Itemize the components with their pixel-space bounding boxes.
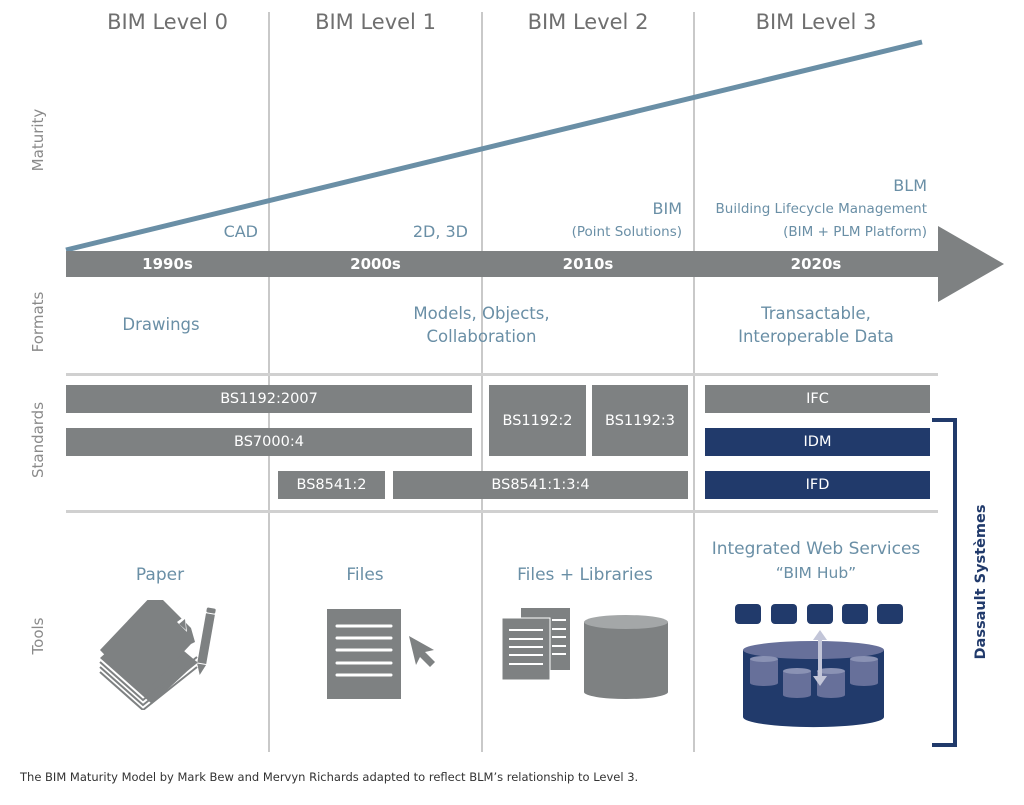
milestone-blm-subtitle-2: (BIM + PLM Platform) [783, 224, 927, 240]
format-models: Models, Objects, Collaboration [269, 302, 694, 348]
milestone-cad: CAD [223, 222, 258, 241]
decade-2020s: 2020s [790, 255, 842, 273]
document-cursor-icon [327, 609, 435, 699]
format-drawings: Drawings [122, 315, 200, 334]
level-title-1: BIM Level 1 [315, 10, 436, 34]
standard-bs7000-4: BS7000:4 [66, 428, 472, 456]
maturity-line [65, 39, 923, 253]
column-divider-3 [693, 12, 695, 752]
dassault-bracket [932, 418, 957, 747]
standard-bs1192-2007: BS1192:2007 [66, 385, 472, 413]
level-title-3: BIM Level 3 [755, 10, 877, 34]
milestone-blm: BLM [893, 176, 927, 195]
format-models-line1: Models, Objects, [413, 304, 550, 323]
standard-idm: IDM [705, 428, 930, 456]
standard-ifc: IFC [705, 385, 930, 413]
milestone-bim-subtitle: (Point Solutions) [571, 224, 682, 240]
hub-service-block [842, 604, 868, 624]
figure-caption: The BIM Maturity Model by Mark Bew and M… [20, 770, 639, 784]
format-transactable-line2: Interoperable Data [738, 327, 894, 346]
hub-service-block [771, 604, 797, 624]
documents-database-icon [501, 608, 668, 699]
format-transactable: Transactable, Interoperable Data [694, 302, 938, 348]
standard-bs8541-1-3-4: BS8541:1:3:4 [393, 471, 688, 499]
row-label-standards: Standards [29, 401, 47, 479]
tool-title-paper: Paper [135, 565, 185, 585]
standard-bs1192-2: BS1192:2 [489, 385, 586, 456]
hub-service-block [877, 604, 903, 624]
bracket-label-dassault: Dassault Systèmes [973, 504, 989, 660]
row-divider-standards-tools [66, 510, 938, 513]
standard-bs8541-2: BS8541:2 [278, 471, 385, 499]
row-label-tools: Tools [29, 617, 47, 655]
row-divider-formats-standards [66, 373, 938, 376]
standard-ifd: IFD [705, 471, 930, 499]
paper-stack-pencil-icon [99, 600, 216, 710]
level-title-2: BIM Level 2 [527, 10, 649, 34]
timeline-arrow [66, 226, 1004, 302]
format-models-line2: Collaboration [426, 327, 537, 346]
bim-hub-icon [735, 604, 903, 728]
column-divider-1 [268, 12, 270, 752]
tool-title-files-libraries: Files + Libraries [517, 565, 653, 585]
milestone-bim: BIM [652, 199, 683, 218]
decade-2000s: 2000s [350, 255, 401, 273]
milestone-blm-subtitle: Building Lifecycle Management [715, 201, 928, 217]
tool-title-files: Files [346, 565, 384, 585]
hub-service-block [807, 604, 833, 624]
tool-subtitle-bim-hub: “BIM Hub” [775, 564, 857, 582]
hub-service-block [735, 604, 761, 624]
decade-1990s: 1990s [142, 255, 193, 273]
milestone-2d-3d: 2D, 3D [412, 222, 468, 241]
level-title-0: BIM Level 0 [107, 10, 228, 34]
timeline-graphic [65, 39, 1004, 302]
column-divider-2 [481, 12, 483, 752]
decade-2010s: 2010s [562, 255, 614, 273]
format-transactable-line1: Transactable, [761, 304, 871, 323]
standard-bs1192-3: BS1192:3 [592, 385, 688, 456]
tool-title-web-services: Integrated Web Services [711, 539, 921, 559]
